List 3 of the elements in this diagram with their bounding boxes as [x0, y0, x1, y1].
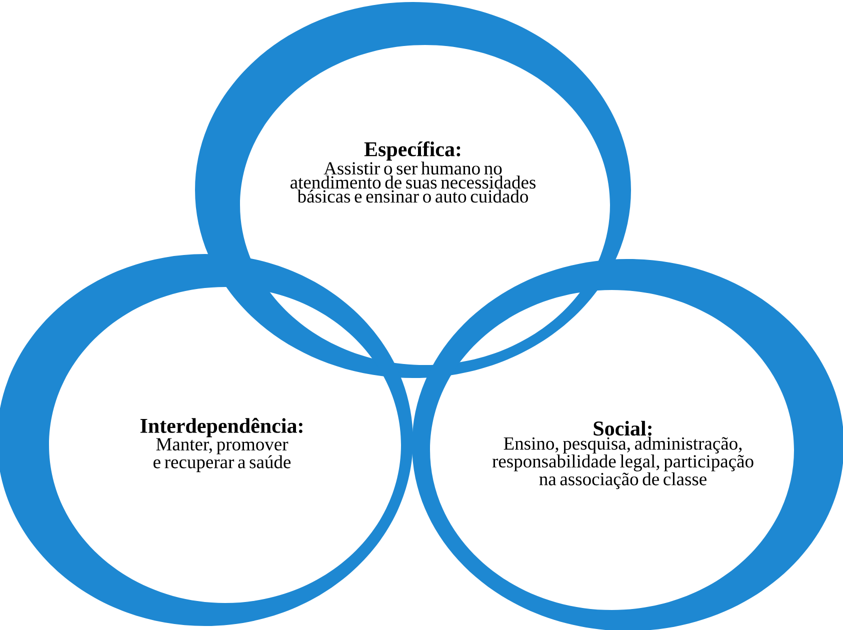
- ring: Interdependência: Manter, promover e recuperar a saúde: [0, 254, 413, 626]
- ring: Social: Ensino, pesquisa, administração, responsabilidade legal, participação na associação de classe: [412, 259, 843, 630]
- ring: Específica: Assistir o ser humano no atendimento de suas necessidades básicas e ensinar o auto cuidado: [195, 2, 631, 378]
